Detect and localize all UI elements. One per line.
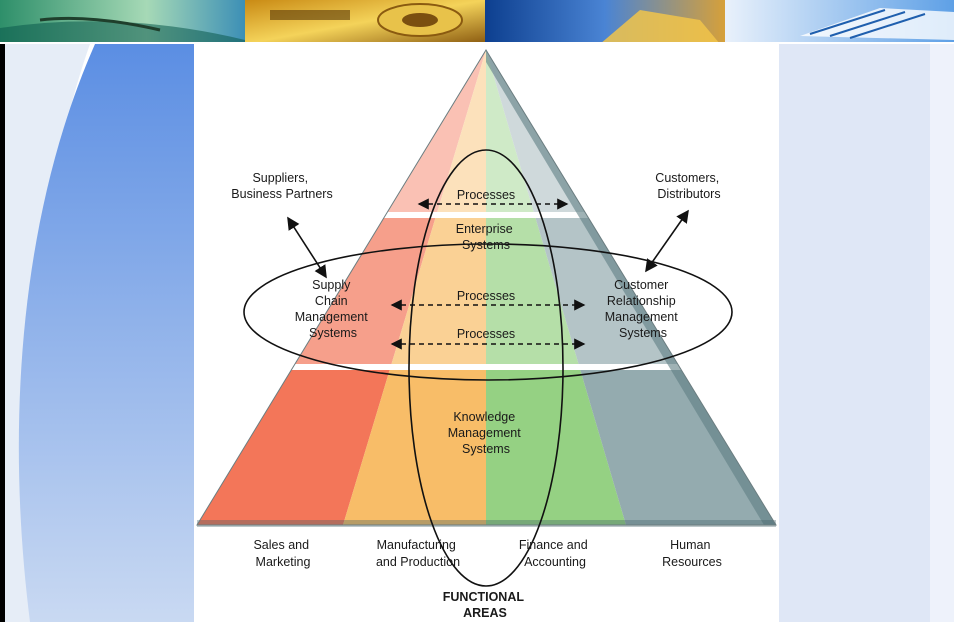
vertical-ellipse xyxy=(408,149,564,587)
pyramid-outline xyxy=(196,49,777,526)
banner-image xyxy=(0,0,954,44)
horizontal-ellipse xyxy=(243,243,733,381)
pyramid-base-edge xyxy=(197,520,776,527)
suppliers-label: Suppliers, Business Partners xyxy=(231,171,332,201)
supply-chain-label: Supply Chain Management Systems xyxy=(295,278,371,340)
customers-arrow xyxy=(645,209,689,273)
area-finance-accounting-label: Finance and Accounting xyxy=(519,538,591,569)
pyramid-top-band xyxy=(385,50,590,215)
header-banner xyxy=(0,0,954,44)
knowledge-management-label: Knowledge Management Systems xyxy=(448,410,524,456)
suppliers-arrow xyxy=(287,216,327,279)
pyramid-middle-band xyxy=(272,218,698,367)
enterprise-systems-label: Enterprise Systems xyxy=(456,222,516,252)
processes-low-label: Processes xyxy=(457,327,515,341)
crm-label: Customer Relationship Management Systems xyxy=(605,278,681,340)
area-sales-marketing-label: Sales and Marketing xyxy=(253,538,312,569)
processes-mid-label: Processes xyxy=(457,289,515,303)
customers-label: Customers, Distributors xyxy=(655,171,722,201)
left-border-rule xyxy=(0,44,5,622)
area-human-resources-label: Human Resources xyxy=(662,538,722,569)
functional-areas-title: FUNCTIONAL AREAS xyxy=(443,590,528,620)
area-manufacturing-production-label: Manufacturing and Production xyxy=(376,538,460,569)
separator-lower xyxy=(270,364,700,370)
processes-top-label: Processes xyxy=(457,188,515,202)
separator-upper xyxy=(381,212,592,218)
